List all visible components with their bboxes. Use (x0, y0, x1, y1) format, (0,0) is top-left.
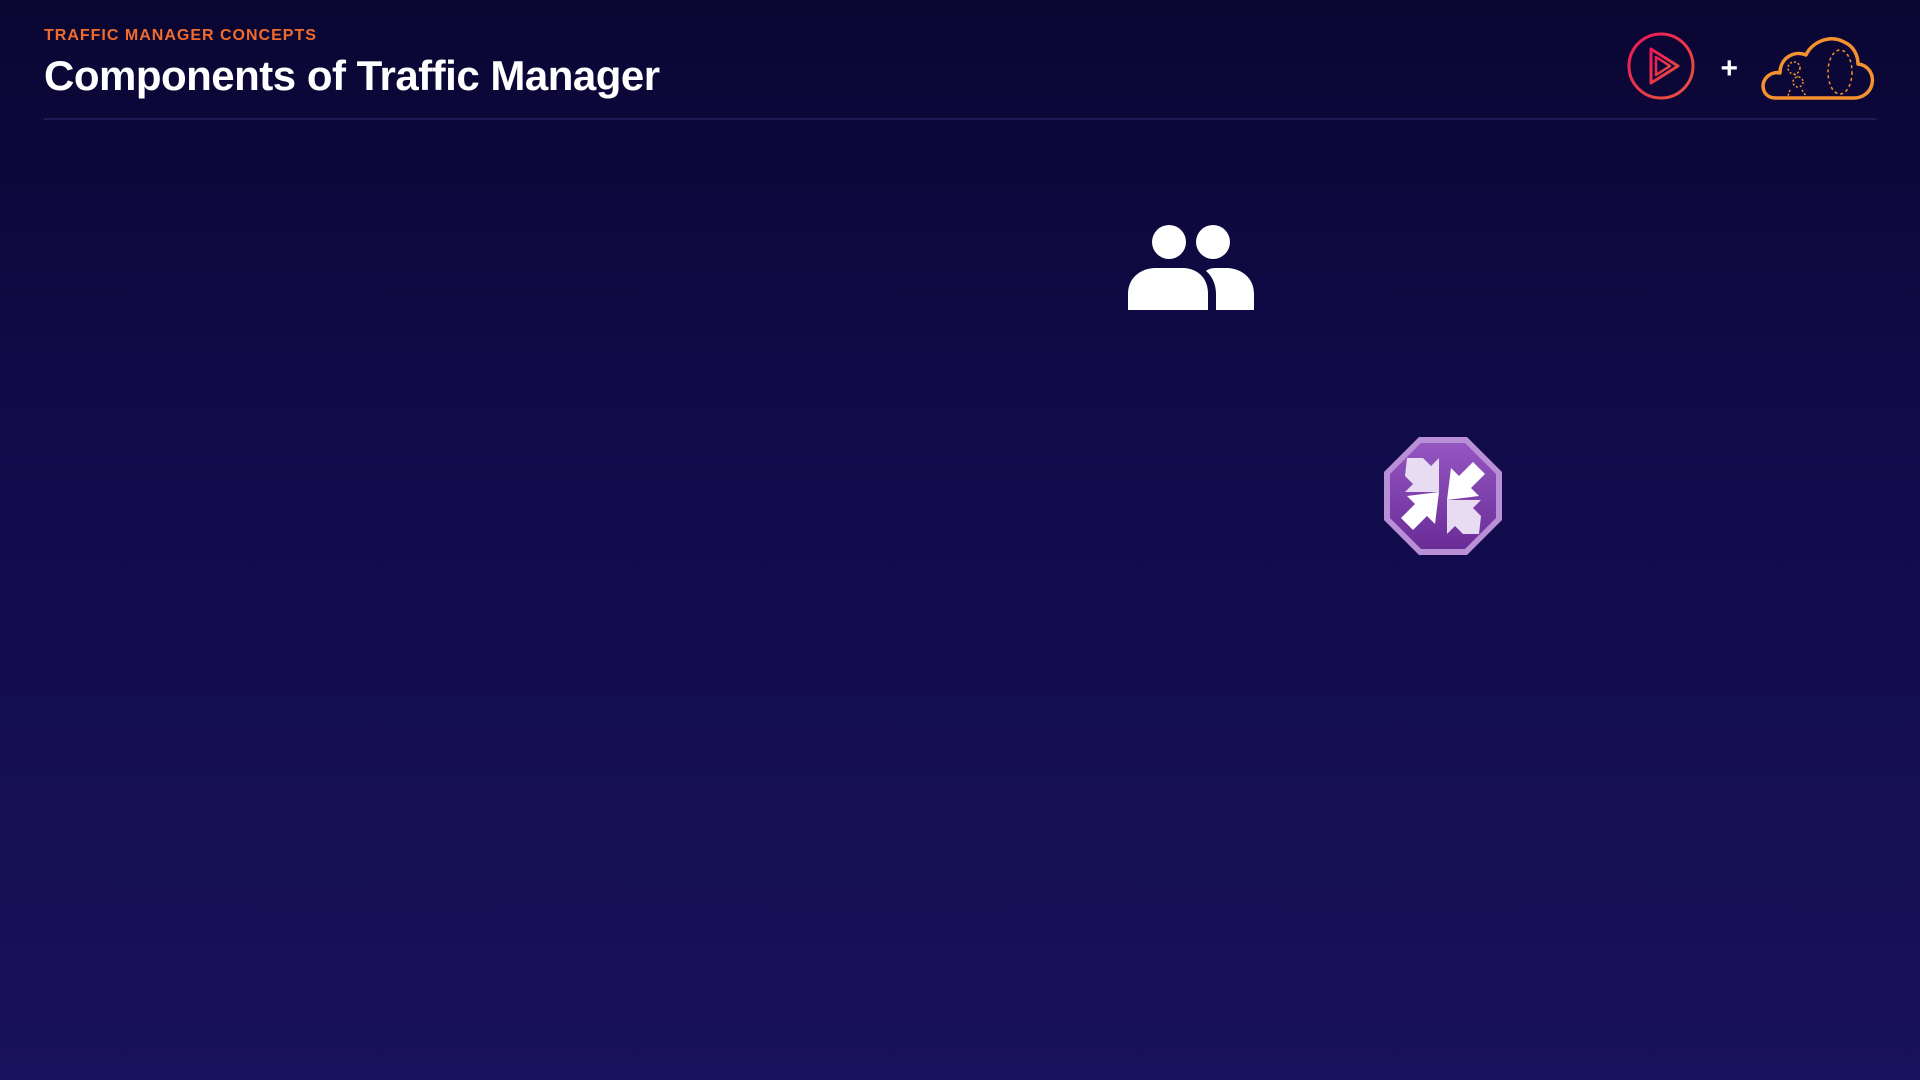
traffic-manager-icon (1381, 434, 1505, 558)
section-eyebrow: TRAFFIC MANAGER CONCEPTS (44, 27, 317, 44)
header: TRAFFIC MANAGER CONCEPTS Components of T… (44, 26, 660, 100)
cloud-icon (1758, 30, 1876, 107)
header-divider (44, 118, 1876, 120)
users-icon (1128, 224, 1254, 310)
page-title: Components of Traffic Manager (44, 52, 660, 99)
play-circle-icon (1626, 31, 1696, 106)
brand-logos: + (1626, 30, 1876, 107)
plus-sign: + (1720, 51, 1738, 85)
